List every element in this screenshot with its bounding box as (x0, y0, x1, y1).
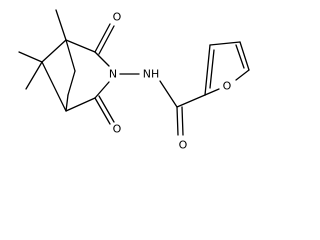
atom-label-nh: NH (143, 68, 160, 81)
bond-furan-o-to-c5 (235, 69, 250, 81)
bond-carbonyl-bottom-double-b (98, 95, 115, 123)
bond-ch2a-to-ch2b (67, 70, 76, 96)
bond-furan-c5-to-c4 (239, 41, 250, 71)
atom-label-n: N (109, 68, 117, 81)
bond-amide-double-b (181, 106, 184, 136)
bond-furan-c4-to-c3 (209, 41, 241, 46)
bond-methyl-gem-b (25, 61, 43, 90)
bond-furan-c5-c4-inner (235, 44, 245, 69)
bond-bridgehead-top-to-carbonyl-top (65, 39, 96, 53)
bond-bridgehead-top-to-cme2 (41, 39, 67, 63)
atom-label-o-furan: O (223, 80, 232, 93)
bond-methyl-gem-a (18, 51, 43, 63)
bond-carbonyl-top-double-a (94, 23, 111, 53)
bond-carbonyl-top-to-n (94, 51, 110, 67)
bond-carbonyl-bottom-to-bridgehead-bottom (65, 97, 96, 112)
bond-amide-carbon-to-furan (176, 94, 206, 108)
bond-nh-to-amide-carbon (159, 80, 178, 108)
bond-methyl-bridgehead (55, 9, 67, 41)
bond-n-to-carbonyl-bottom (94, 81, 110, 99)
bond-cme2-to-bridgehead-bottom (41, 61, 67, 112)
bond-bridgehead-top-to-ch2a (65, 39, 76, 72)
bond-ch2b-to-bridgehead-bottom (65, 94, 69, 112)
bond-furan-c3-c2-inner (209, 49, 215, 89)
bond-carbonyl-bottom-double-a (94, 97, 111, 125)
atom-label-o-amide: O (179, 139, 188, 152)
atom-label-o-top: O (113, 11, 122, 24)
bond-furan-c2-to-o (204, 88, 220, 96)
chemical-structure: O N NH O O O (18, 9, 250, 152)
atom-label-o-bottom: O (113, 123, 122, 136)
bond-furan-c3-to-c2 (204, 44, 211, 96)
bond-amide-double-a (176, 106, 179, 136)
bond-carbonyl-top-double-b (98, 25, 115, 55)
